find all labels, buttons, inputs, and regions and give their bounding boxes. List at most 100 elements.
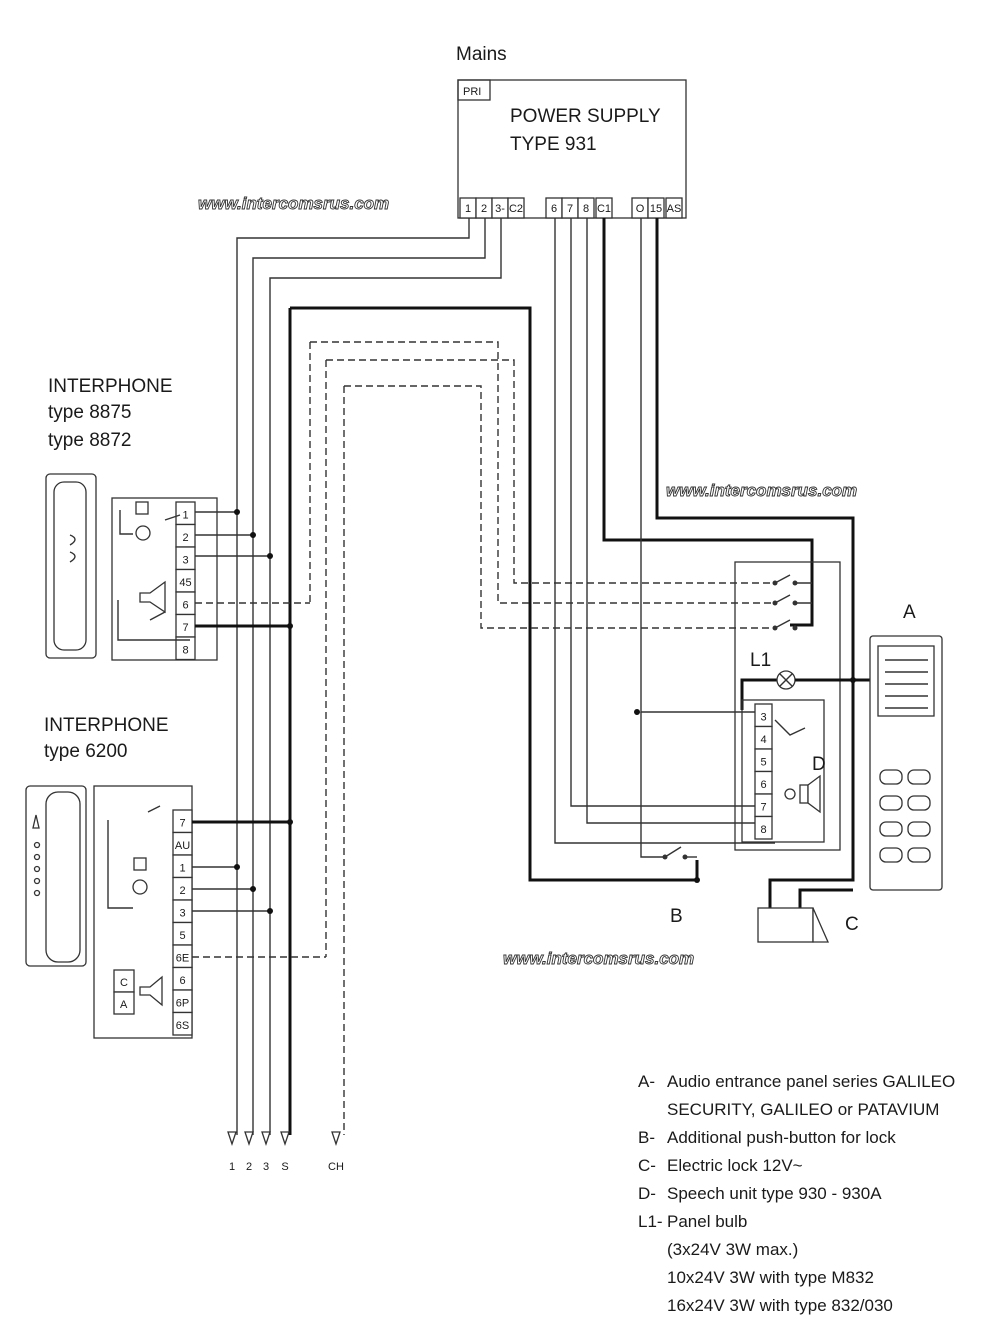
su-terminal-cell — [754, 815, 773, 840]
ps-terminal-label: C1 — [597, 203, 611, 215]
su-terminal-label: 7 — [760, 802, 766, 814]
ps-terminal-label: 2 — [481, 203, 487, 215]
bus-terminal-label: 1 — [229, 1161, 235, 1173]
ps-terminal-cell — [507, 197, 525, 219]
bus-arrow — [280, 1131, 290, 1147]
legend-text: 16x24V 3W with type 832/030 — [667, 1296, 893, 1315]
ip1-terminal-cell — [175, 636, 196, 661]
ip1-terminal-label: 7 — [182, 622, 188, 634]
legend-key: L1- — [638, 1212, 663, 1231]
legend-text: Audio entrance panel series GALILEO — [667, 1072, 955, 1091]
ps-terminal-label: C2 — [509, 203, 523, 215]
interphone2-internals — [107, 805, 163, 1015]
legend-text: Electric lock 12V~ — [667, 1156, 803, 1175]
right-wire-bundle — [554, 218, 870, 910]
ps-terminal-label: 6 — [551, 203, 557, 215]
interphone2-title: INTERPHONE — [44, 715, 169, 736]
relay-contacts — [772, 574, 812, 631]
legend-key: C- — [638, 1156, 656, 1175]
interphone1-title: INTERPHONE — [48, 376, 173, 397]
ip1-terminal-label: 6 — [182, 600, 188, 612]
bus-arrow — [244, 1131, 254, 1147]
ip2-terminal-label: AU — [175, 840, 190, 852]
bus-terminal-label: S — [281, 1161, 288, 1173]
ip1-terminal-label: 3 — [182, 555, 188, 567]
legend-text: (3x24V 3W max.) — [667, 1240, 798, 1259]
ip1-terminal-label: 2 — [182, 532, 188, 544]
ip2-terminal-label: 7 — [179, 818, 185, 830]
ip1-terminal-label: 8 — [182, 645, 188, 657]
su-terminal-label: 3 — [760, 712, 766, 724]
left-wire-bundle — [236, 218, 775, 1135]
electric-lock-icon — [757, 907, 829, 943]
ip1-terminal-label: 1 — [182, 510, 188, 522]
ps-terminal-label: 15 — [650, 203, 662, 215]
power-supply-box — [457, 79, 687, 219]
speaker-icon — [784, 774, 821, 814]
interphone2-type: type 6200 — [44, 741, 127, 762]
su-terminal-label: 6 — [760, 779, 766, 791]
pri-box — [457, 79, 491, 101]
bus-arrow — [227, 1131, 237, 1147]
ps-terminal-label: 1 — [465, 203, 471, 215]
bus-terminal-label: 3 — [263, 1161, 269, 1173]
legend: A-Audio entrance panel series GALILEOSEC… — [638, 1072, 955, 1315]
ps-terminal-label: 3- — [495, 203, 505, 215]
ip2-terminal-label: 6P — [176, 998, 189, 1010]
bus-arrow — [331, 1131, 341, 1147]
ip2-terminal-label: 6S — [176, 1020, 189, 1032]
ps-terminal-cell — [665, 197, 683, 219]
handset-8875-icon — [45, 473, 97, 659]
label-a: A — [903, 602, 916, 623]
handset-6200-icon — [25, 785, 87, 967]
interphone1-internals — [117, 501, 190, 641]
legend-key: D- — [638, 1184, 656, 1203]
ip2-terminal-cell — [172, 1011, 193, 1036]
push-button-b — [662, 846, 688, 860]
ps-terminal-cell — [577, 197, 595, 219]
legend-text: 10x24V 3W with type M832 — [667, 1268, 874, 1287]
interphone2-c-label: C — [120, 977, 128, 989]
ip2-terminal-label: 3 — [179, 908, 185, 920]
ip2-terminal-label: 5 — [179, 930, 185, 942]
bus-terminal-label: 2 — [246, 1161, 252, 1173]
speech-switch — [774, 719, 806, 736]
power-supply-title: POWER SUPPLY — [510, 106, 661, 127]
legend-text: Speech unit type 930 - 930A — [667, 1184, 882, 1203]
ps-terminal-label: 8 — [583, 203, 589, 215]
legend-text: Additional push-button for lock — [667, 1128, 896, 1147]
interphone1-type-a: type 8875 — [48, 402, 131, 423]
ps-terminal-label: 7 — [567, 203, 573, 215]
entrance-panel-a-icon — [869, 635, 943, 891]
interphone1-type-b: type 8872 — [48, 430, 131, 451]
entrance-panel-block — [734, 561, 841, 851]
watermark-1: www.intercomsrus.com — [198, 194, 389, 213]
ip2-terminal-label: 1 — [179, 863, 185, 875]
su-terminal-label: 5 — [760, 757, 766, 769]
speech-unit-terminals: 3 4 5 6 7 8 — [754, 703, 773, 840]
bus-arrow — [261, 1131, 271, 1147]
label-b: B — [670, 906, 683, 927]
speech-unit-box — [741, 699, 825, 843]
watermark-3: www.intercomsrus.com — [503, 949, 694, 968]
power-supply-type: TYPE 931 — [510, 134, 597, 155]
speech-unit-d-label: D — [812, 754, 826, 775]
label-c: C — [845, 914, 859, 935]
bus-terminal-label: CH — [328, 1161, 344, 1173]
watermark-2: www.intercomsrus.com — [666, 481, 857, 500]
legend-key: A- — [638, 1072, 655, 1091]
pri-label: PRI — [463, 86, 481, 98]
ps-terminal-label: AS — [667, 203, 682, 215]
interphone-bus-taps — [192, 509, 856, 958]
ip2-terminal-label: 6 — [179, 975, 185, 987]
legend-text: Panel bulb — [667, 1212, 747, 1231]
su-terminal-label: 4 — [760, 734, 766, 746]
su-terminal-label: 8 — [760, 824, 766, 836]
ps-terminal-label: O — [636, 203, 645, 215]
interphone1-terminal-box — [111, 497, 218, 661]
ip2-terminal-label: 6E — [176, 953, 189, 965]
